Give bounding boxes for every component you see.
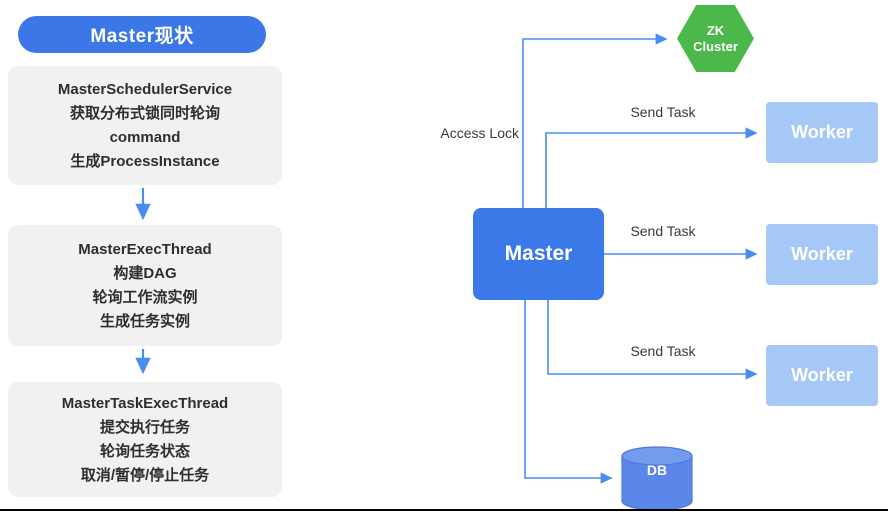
step-box-master-scheduler-service: MasterSchedulerService 获取分布式锁同时轮询 comman… xyxy=(8,66,282,185)
worker-node-2: Worker xyxy=(766,224,878,285)
worker-node-1: Worker xyxy=(766,102,878,163)
edge-label-send-task-1: Send Task xyxy=(630,104,696,120)
edge-label-send-task-3: Send Task xyxy=(630,343,696,359)
step-line: 轮询工作流实例 xyxy=(92,288,198,306)
zk-cluster-label: ZK Cluster xyxy=(693,22,738,54)
step-line: 提交执行任务 xyxy=(99,418,190,436)
master-node: Master xyxy=(473,208,604,300)
step-line: 构建DAG xyxy=(113,264,177,282)
step-line: 轮询任务状态 xyxy=(99,442,190,460)
edge-master-worker1 xyxy=(545,127,758,208)
step-line: MasterTaskExecThread xyxy=(61,394,229,412)
step-box-master-task-exec-thread: MasterTaskExecThread 提交执行任务 轮询任务状态 取消/暂停… xyxy=(8,382,282,497)
bottom-divider xyxy=(0,509,888,511)
step-line: 取消/暂停/停止任务 xyxy=(80,466,210,484)
step-line: 生成ProcessInstance xyxy=(70,152,220,170)
edge-label-access-lock: Access Lock xyxy=(440,125,519,141)
edge-master-worker3 xyxy=(547,300,758,380)
edge-label-send-task-2: Send Task xyxy=(630,223,696,239)
worker-node-3: Worker xyxy=(766,345,878,406)
left-panel-title: Master现状 xyxy=(18,16,266,53)
edge-master-zk xyxy=(522,33,668,208)
step-line: 生成任务实例 xyxy=(99,312,190,330)
step-box-master-exec-thread: MasterExecThread 构建DAG 轮询工作流实例 生成任务实例 xyxy=(8,225,282,346)
db-node-label: DB xyxy=(646,462,668,478)
step-line: 获取分布式锁同时轮询 xyxy=(69,104,220,122)
step-line: MasterSchedulerService xyxy=(57,80,233,98)
step-line: command xyxy=(109,128,181,146)
db-cylinder-icon xyxy=(621,446,693,511)
edge-master-db xyxy=(524,300,613,484)
step-line: MasterExecThread xyxy=(78,240,212,258)
